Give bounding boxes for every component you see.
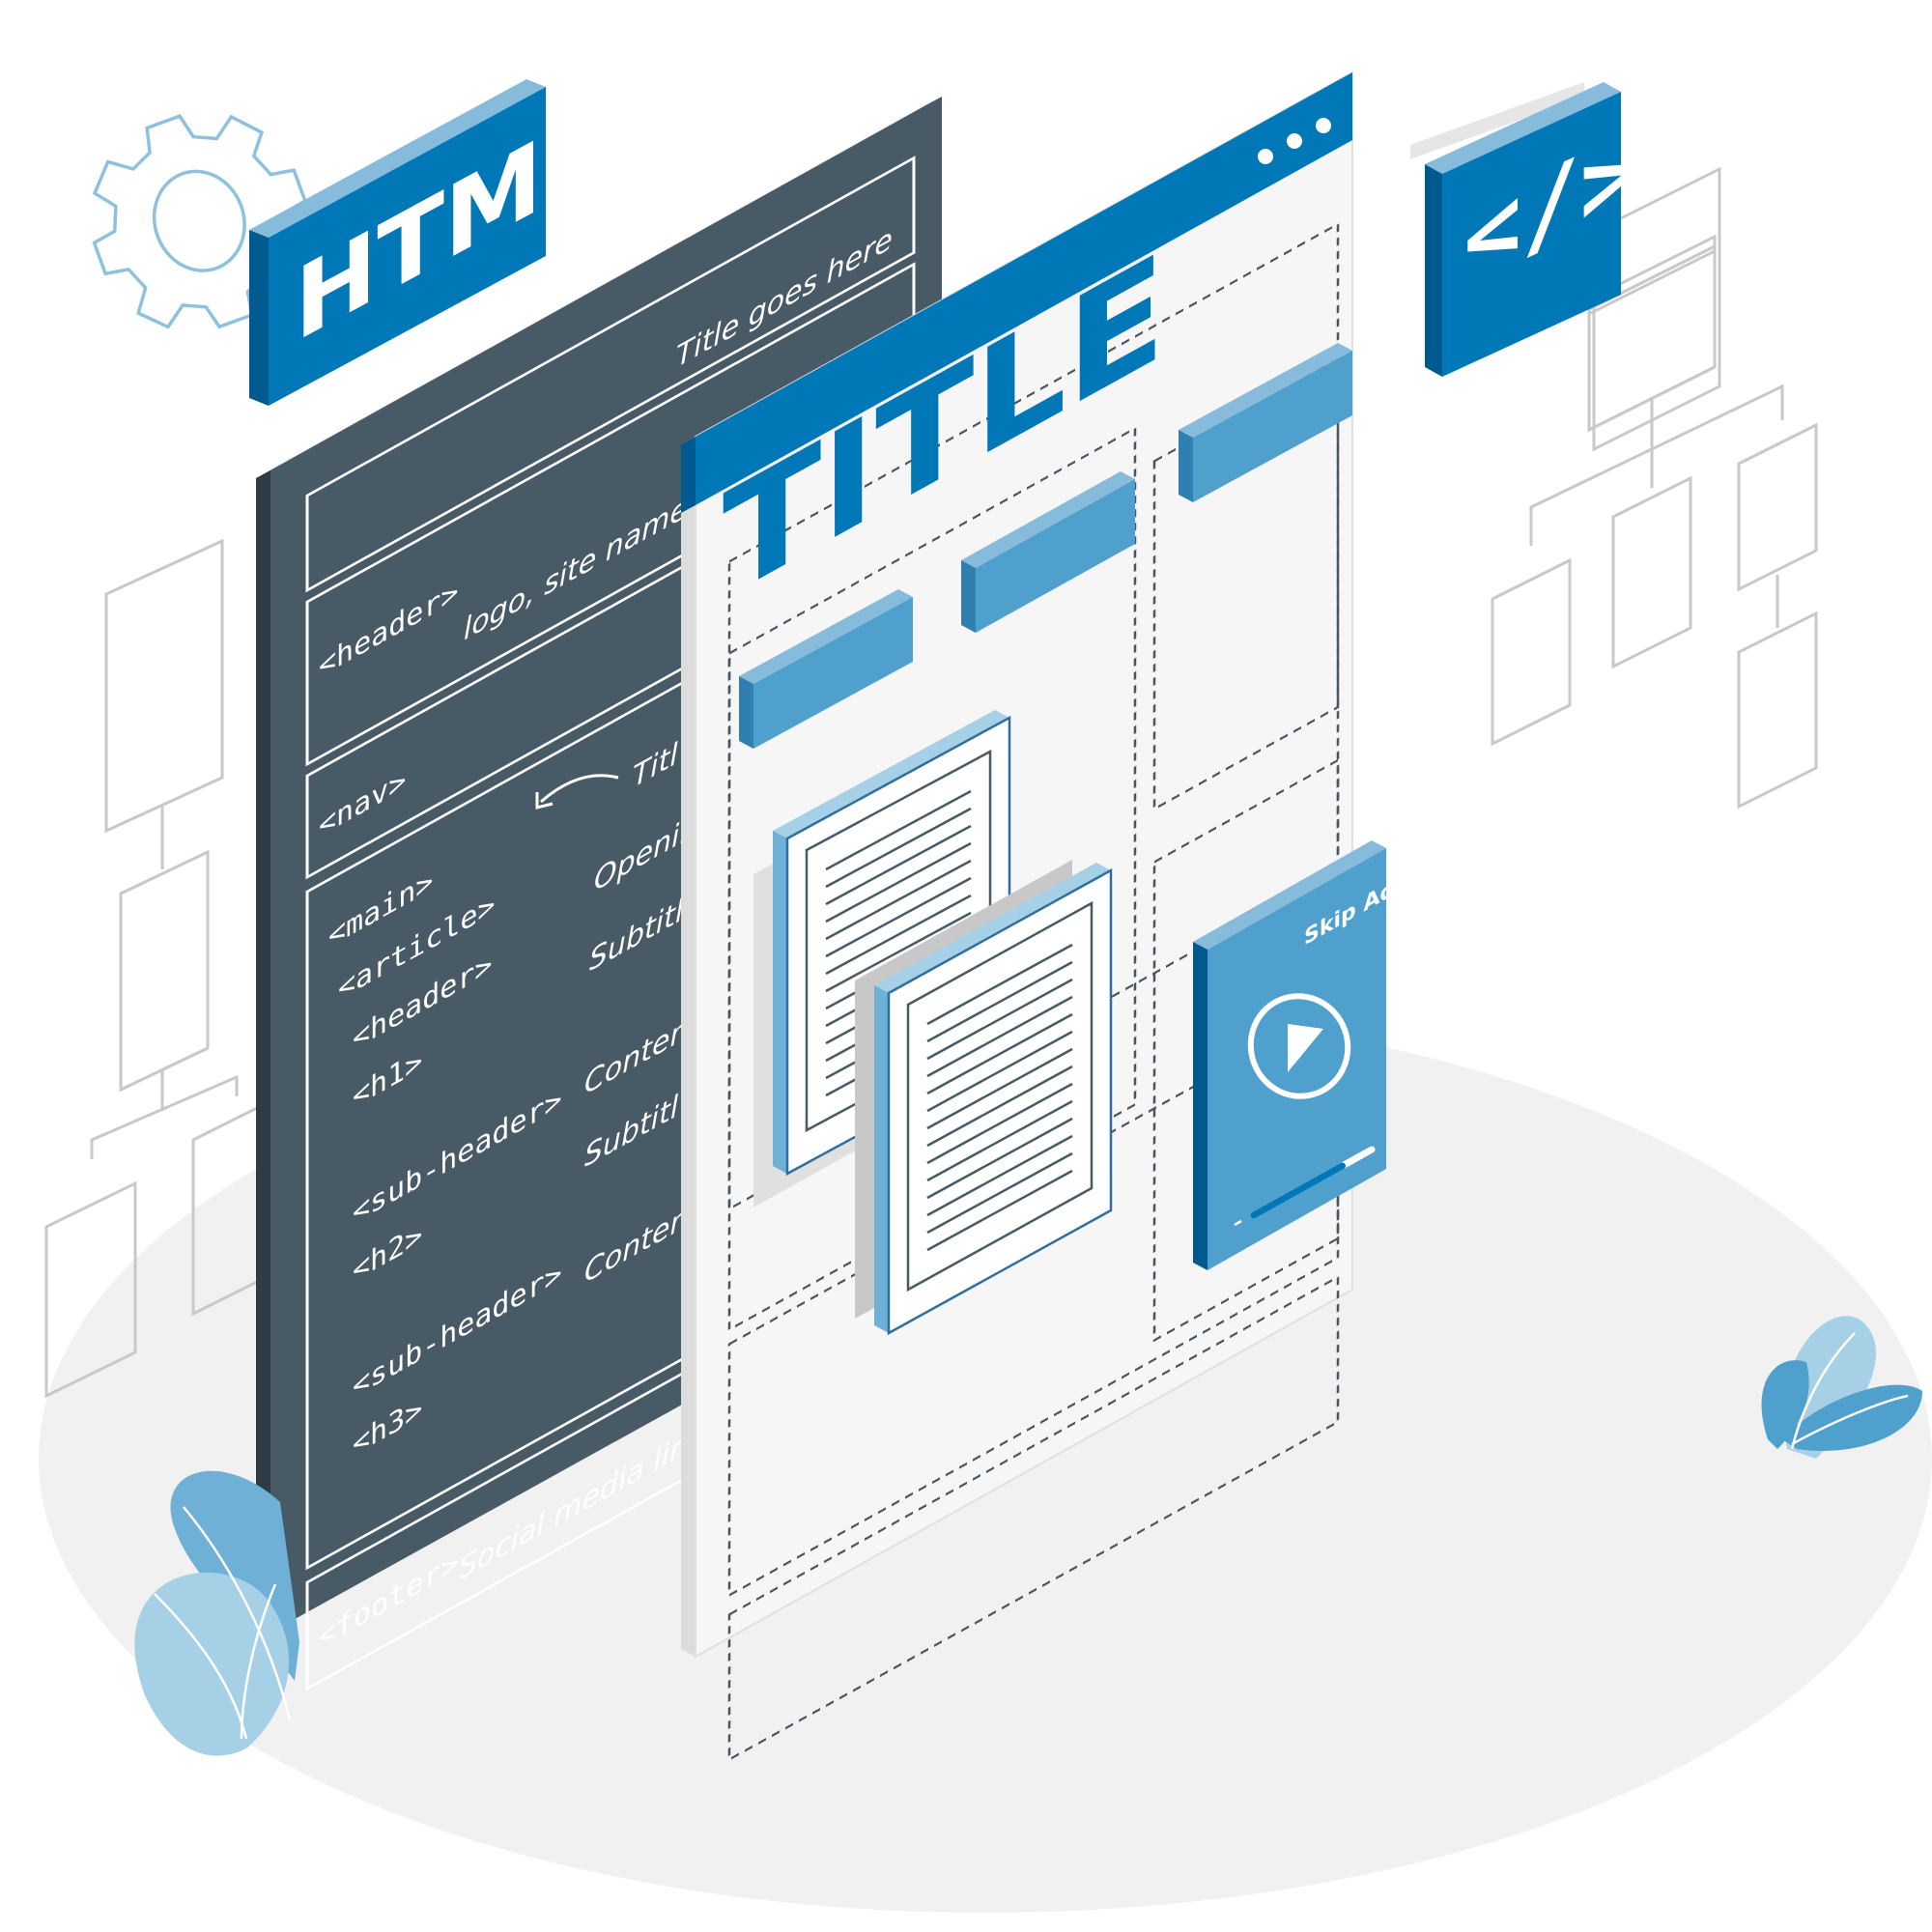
video-ad-card[interactable]: Skip Ads xyxy=(1193,840,1407,1270)
plant-icon xyxy=(134,1470,299,1756)
video-progress-fill xyxy=(1250,1162,1346,1219)
plant-icon xyxy=(1761,1316,1922,1459)
nav-button[interactable] xyxy=(1179,343,1352,502)
document-card xyxy=(855,860,1113,1336)
nav-button[interactable] xyxy=(961,471,1135,633)
nav-button[interactable] xyxy=(739,589,913,749)
arrow-icon xyxy=(540,774,619,804)
left-sitemap-diagram xyxy=(44,538,263,1399)
code-badge: </> xyxy=(1410,82,1638,377)
browser-title-bar xyxy=(696,72,1352,505)
page-panel: TITLE xyxy=(681,71,1407,1762)
window-dot-icon[interactable] xyxy=(1316,118,1331,133)
pause-icon[interactable] xyxy=(1234,1219,1242,1227)
window-dot-icon[interactable] xyxy=(1258,149,1273,164)
window-dot-icon[interactable] xyxy=(1287,133,1302,149)
play-icon[interactable] xyxy=(1236,982,1362,1110)
